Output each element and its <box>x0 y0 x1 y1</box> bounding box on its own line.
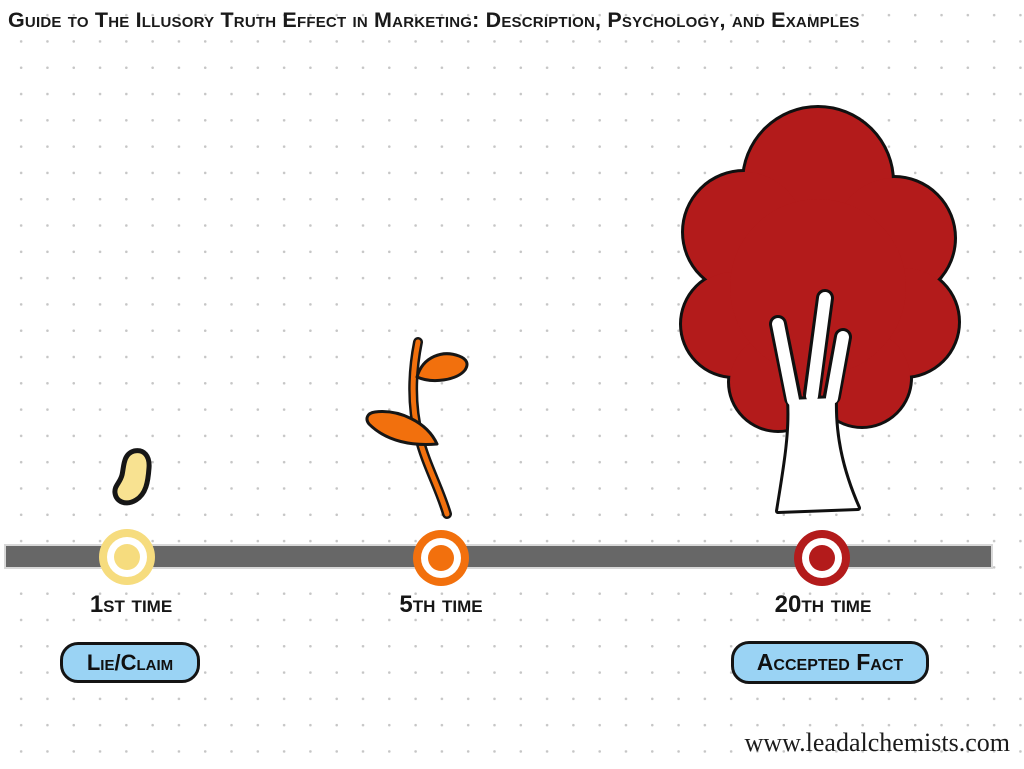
seed-icon <box>112 448 152 506</box>
tree-icon <box>679 105 961 514</box>
sprout-leaf-left <box>365 410 439 446</box>
sprout-icon <box>365 337 469 519</box>
lie-claim-badge[interactable]: Lie/Claim <box>60 642 200 683</box>
marker-ring <box>421 538 461 578</box>
timeline-marker-20th <box>794 530 850 586</box>
stage-label-1st: 1st time <box>89 591 173 618</box>
timeline-marker-5th <box>413 530 469 586</box>
marker-core <box>428 545 454 571</box>
stage-label-20th: 20th time <box>774 591 872 618</box>
stage-label-5th: 5th time <box>399 591 483 618</box>
marker-core <box>809 545 835 571</box>
sprout-leaf-right <box>415 352 469 382</box>
marker-ring <box>107 537 147 577</box>
tree-trunk <box>769 289 861 514</box>
marker-ring <box>802 538 842 578</box>
accepted-fact-badge[interactable]: Accepted Fact <box>731 641 929 684</box>
marker-core <box>114 544 140 570</box>
website-url[interactable]: www.leadalchemists.com <box>744 728 1010 757</box>
timeline-marker-1st <box>99 529 155 585</box>
page-title: Guide to The Illusory Truth Effect in Ma… <box>8 8 860 32</box>
